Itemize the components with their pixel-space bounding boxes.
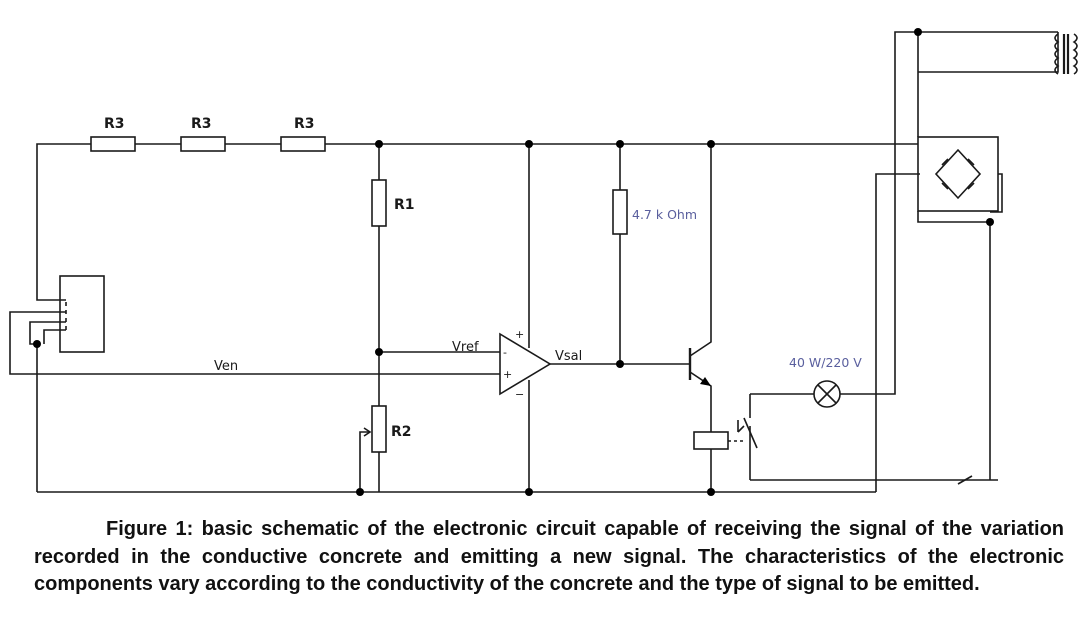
opamp-supply-minus: − (515, 388, 524, 401)
resistor-r3-3 (280, 136, 326, 152)
op-amp (499, 144, 690, 492)
opamp-inverting-sign: - (503, 346, 507, 359)
figure-caption: Figure 1: basic schematic of the electro… (34, 518, 1064, 595)
resistor-value-label: 4.7 k Ohm (632, 207, 697, 222)
r2-label: R2 (391, 424, 412, 440)
opamp-noninverting-sign: + (503, 368, 512, 381)
r1-label: R1 (394, 197, 415, 213)
resistor-r2 (371, 405, 387, 453)
bridge-rectifier (875, 136, 1003, 492)
junction-dots (33, 28, 994, 496)
vref-label: Vref (452, 340, 479, 355)
vsal-label: Vsal (555, 349, 582, 364)
r3-label-1: R3 (104, 116, 125, 132)
lamp-rating-label: 40 W/220 V (789, 355, 862, 370)
lamp (750, 31, 1058, 408)
transistor (688, 144, 712, 432)
ven-label: Ven (214, 359, 238, 374)
resistor-r1 (371, 179, 387, 227)
r3-label-3: R3 (294, 116, 315, 132)
circuit-schematic: R3 R3 R3 Ven R1 R2 Vref + - + − Vsal (9, 28, 1078, 496)
sensor-block (9, 275, 500, 375)
resistor-r3-1 (90, 136, 136, 152)
opamp-supply-plus: + (515, 328, 524, 341)
resistor-r3-2 (180, 136, 226, 152)
bottom-rail-wires (36, 344, 876, 493)
voltage-divider (359, 144, 500, 492)
collector-resistor (612, 144, 628, 364)
r3-label-2: R3 (191, 116, 212, 132)
relay (693, 394, 998, 492)
transformer (917, 32, 1078, 480)
top-rail-wires (36, 143, 918, 275)
relay-coil (693, 431, 729, 450)
